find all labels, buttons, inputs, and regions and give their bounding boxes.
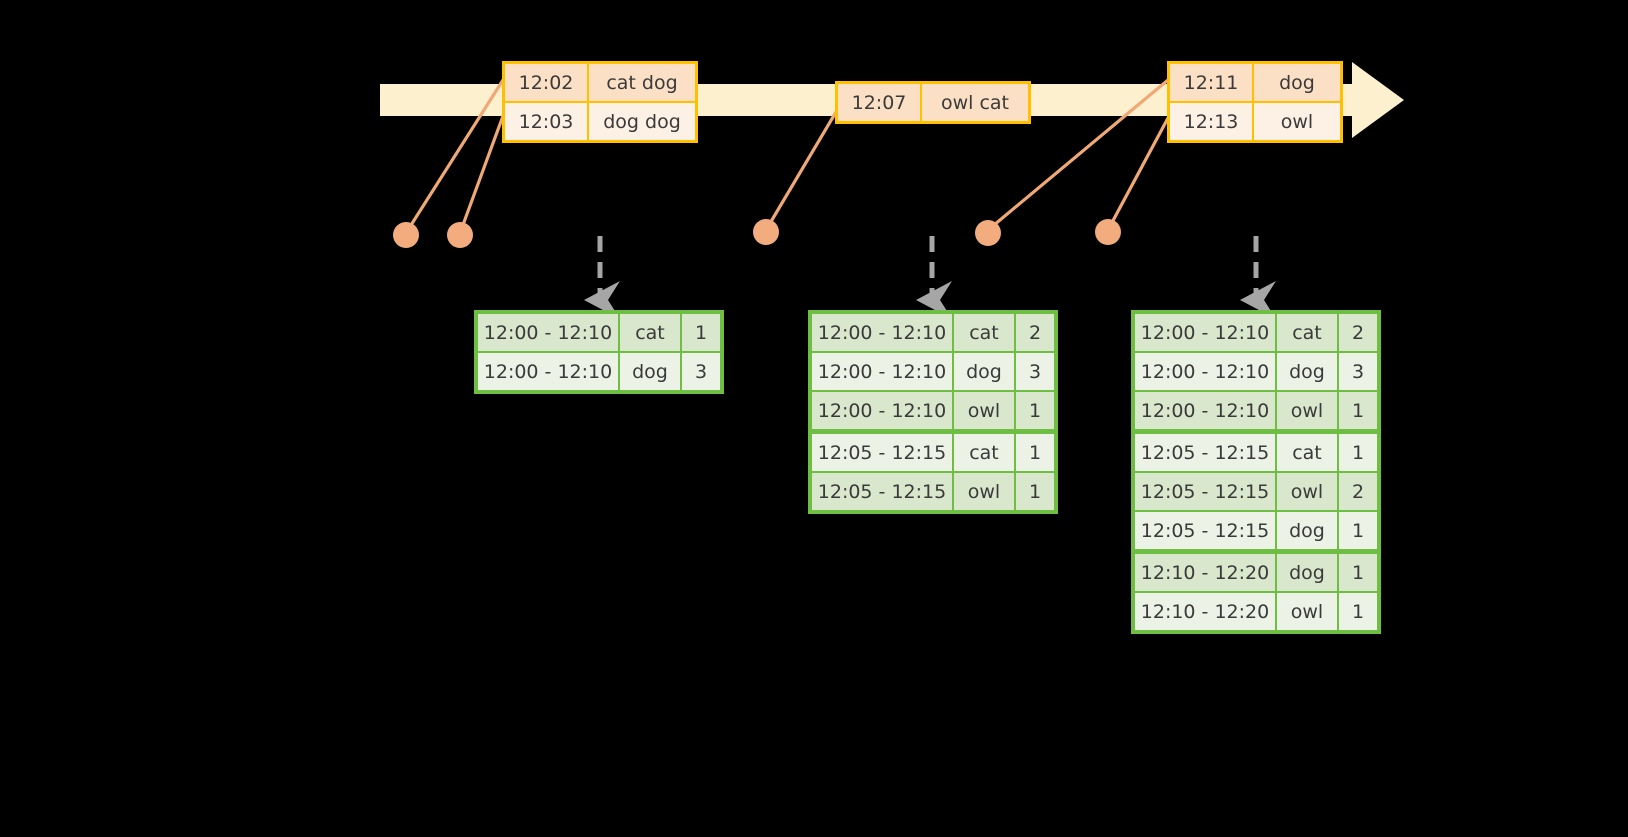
result-table-1[interactable]: 12:00 - 12:10 cat 1 12:00 - 12:10 dog 3 <box>474 310 724 394</box>
event-dot-1207 <box>753 219 779 245</box>
window-cell: 12:00 - 12:10 <box>478 314 620 351</box>
key-cell: dog <box>1277 554 1339 591</box>
event-group-3[interactable]: 12:11 dog 12:13 owl <box>1167 61 1343 143</box>
event-dot-1203 <box>447 222 473 248</box>
event-time: 12:11 <box>1170 64 1254 101</box>
result-table-2[interactable]: 12:00 - 12:10 cat 2 12:00 - 12:10 dog 3 … <box>808 310 1058 514</box>
table-row[interactable]: 12:00 - 12:10 cat 2 <box>812 314 1054 351</box>
key-cell: owl <box>1277 473 1339 510</box>
count-cell: 1 <box>1339 554 1377 591</box>
window-cell: 12:10 - 12:20 <box>1135 554 1277 591</box>
count-cell: 3 <box>682 353 720 390</box>
event-payload: cat dog <box>589 64 695 101</box>
window-cell: 12:05 - 12:15 <box>1135 434 1277 471</box>
table-row[interactable]: 12:00 - 12:10 dog 3 <box>1135 351 1377 390</box>
key-cell: dog <box>620 353 682 390</box>
table-row[interactable]: 12:00 - 12:10 cat 1 <box>478 314 720 351</box>
table-row[interactable]: 12:00 - 12:10 dog 3 <box>812 351 1054 390</box>
count-cell: 3 <box>1339 353 1377 390</box>
event-group-2[interactable]: 12:07 owl cat <box>835 81 1031 124</box>
event-row[interactable]: 12:13 owl <box>1170 101 1340 140</box>
window-cell: 12:05 - 12:15 <box>812 473 954 510</box>
event-payload: dog <box>1254 64 1340 101</box>
table-row[interactable]: 12:05 - 12:15 owl 2 <box>1135 471 1377 510</box>
event-row[interactable]: 12:02 cat dog <box>505 64 695 101</box>
event-group-1[interactable]: 12:02 cat dog 12:03 dog dog <box>502 61 698 143</box>
table-row[interactable]: 12:00 - 12:10 owl 1 <box>1135 390 1377 429</box>
window-cell: 12:05 - 12:15 <box>1135 473 1277 510</box>
count-cell: 2 <box>1016 314 1054 351</box>
key-cell: dog <box>1277 512 1339 549</box>
window-cell: 12:00 - 12:10 <box>812 314 954 351</box>
window-cell: 12:05 - 12:15 <box>812 434 954 471</box>
event-dot-1211 <box>975 220 1001 246</box>
count-cell: 1 <box>682 314 720 351</box>
connector-line-1202 <box>404 78 505 235</box>
table-row[interactable]: 12:10 - 12:20 owl 1 <box>1135 591 1377 630</box>
key-cell: owl <box>1277 392 1339 429</box>
key-cell: owl <box>954 473 1016 510</box>
connector-line-1207 <box>764 110 838 232</box>
count-cell: 2 <box>1339 314 1377 351</box>
table-row[interactable]: 12:05 - 12:15 owl 1 <box>812 471 1054 510</box>
key-cell: cat <box>620 314 682 351</box>
table-row[interactable]: 12:05 - 12:15 cat 1 <box>1135 429 1377 471</box>
table-row[interactable]: 12:00 - 12:10 cat 2 <box>1135 314 1377 351</box>
count-cell: 2 <box>1339 473 1377 510</box>
window-cell: 12:00 - 12:10 <box>1135 353 1277 390</box>
count-cell: 3 <box>1016 353 1054 390</box>
event-payload: owl <box>1254 103 1340 140</box>
window-cell: 12:00 - 12:10 <box>1135 314 1277 351</box>
count-cell: 1 <box>1339 434 1377 471</box>
count-cell: 1 <box>1016 473 1054 510</box>
key-cell: dog <box>1277 353 1339 390</box>
window-cell: 12:00 - 12:10 <box>812 392 954 429</box>
count-cell: 1 <box>1016 434 1054 471</box>
table-row[interactable]: 12:00 - 12:10 owl 1 <box>812 390 1054 429</box>
connector-line-1203 <box>458 114 505 235</box>
result-table-3[interactable]: 12:00 - 12:10 cat 2 12:00 - 12:10 dog 3 … <box>1131 310 1381 634</box>
table-row[interactable]: 12:05 - 12:15 dog 1 <box>1135 510 1377 549</box>
table-row[interactable]: 12:10 - 12:20 dog 1 <box>1135 549 1377 591</box>
event-row[interactable]: 12:07 owl cat <box>838 84 1028 121</box>
event-time: 12:03 <box>505 103 589 140</box>
key-cell: owl <box>954 392 1016 429</box>
count-cell: 1 <box>1016 392 1054 429</box>
key-cell: owl <box>1277 593 1339 630</box>
event-time: 12:13 <box>1170 103 1254 140</box>
window-cell: 12:10 - 12:20 <box>1135 593 1277 630</box>
key-cell: dog <box>954 353 1016 390</box>
window-cell: 12:00 - 12:10 <box>1135 392 1277 429</box>
window-cell: 12:00 - 12:10 <box>812 353 954 390</box>
key-cell: cat <box>1277 434 1339 471</box>
key-cell: cat <box>954 314 1016 351</box>
table-row[interactable]: 12:00 - 12:10 dog 3 <box>478 351 720 390</box>
event-row[interactable]: 12:11 dog <box>1170 64 1340 101</box>
event-row[interactable]: 12:03 dog dog <box>505 101 695 140</box>
count-cell: 1 <box>1339 593 1377 630</box>
event-time: 12:07 <box>838 84 922 121</box>
event-dot-1202 <box>393 222 419 248</box>
count-cell: 1 <box>1339 392 1377 429</box>
count-cell: 1 <box>1339 512 1377 549</box>
key-cell: cat <box>1277 314 1339 351</box>
event-dot-1213 <box>1095 219 1121 245</box>
event-payload: owl cat <box>922 84 1028 121</box>
connector-line-1213 <box>1106 116 1170 232</box>
event-payload: dog dog <box>589 103 695 140</box>
window-cell: 12:00 - 12:10 <box>478 353 620 390</box>
event-time: 12:02 <box>505 64 589 101</box>
window-cell: 12:05 - 12:15 <box>1135 512 1277 549</box>
table-row[interactable]: 12:05 - 12:15 cat 1 <box>812 429 1054 471</box>
key-cell: cat <box>954 434 1016 471</box>
